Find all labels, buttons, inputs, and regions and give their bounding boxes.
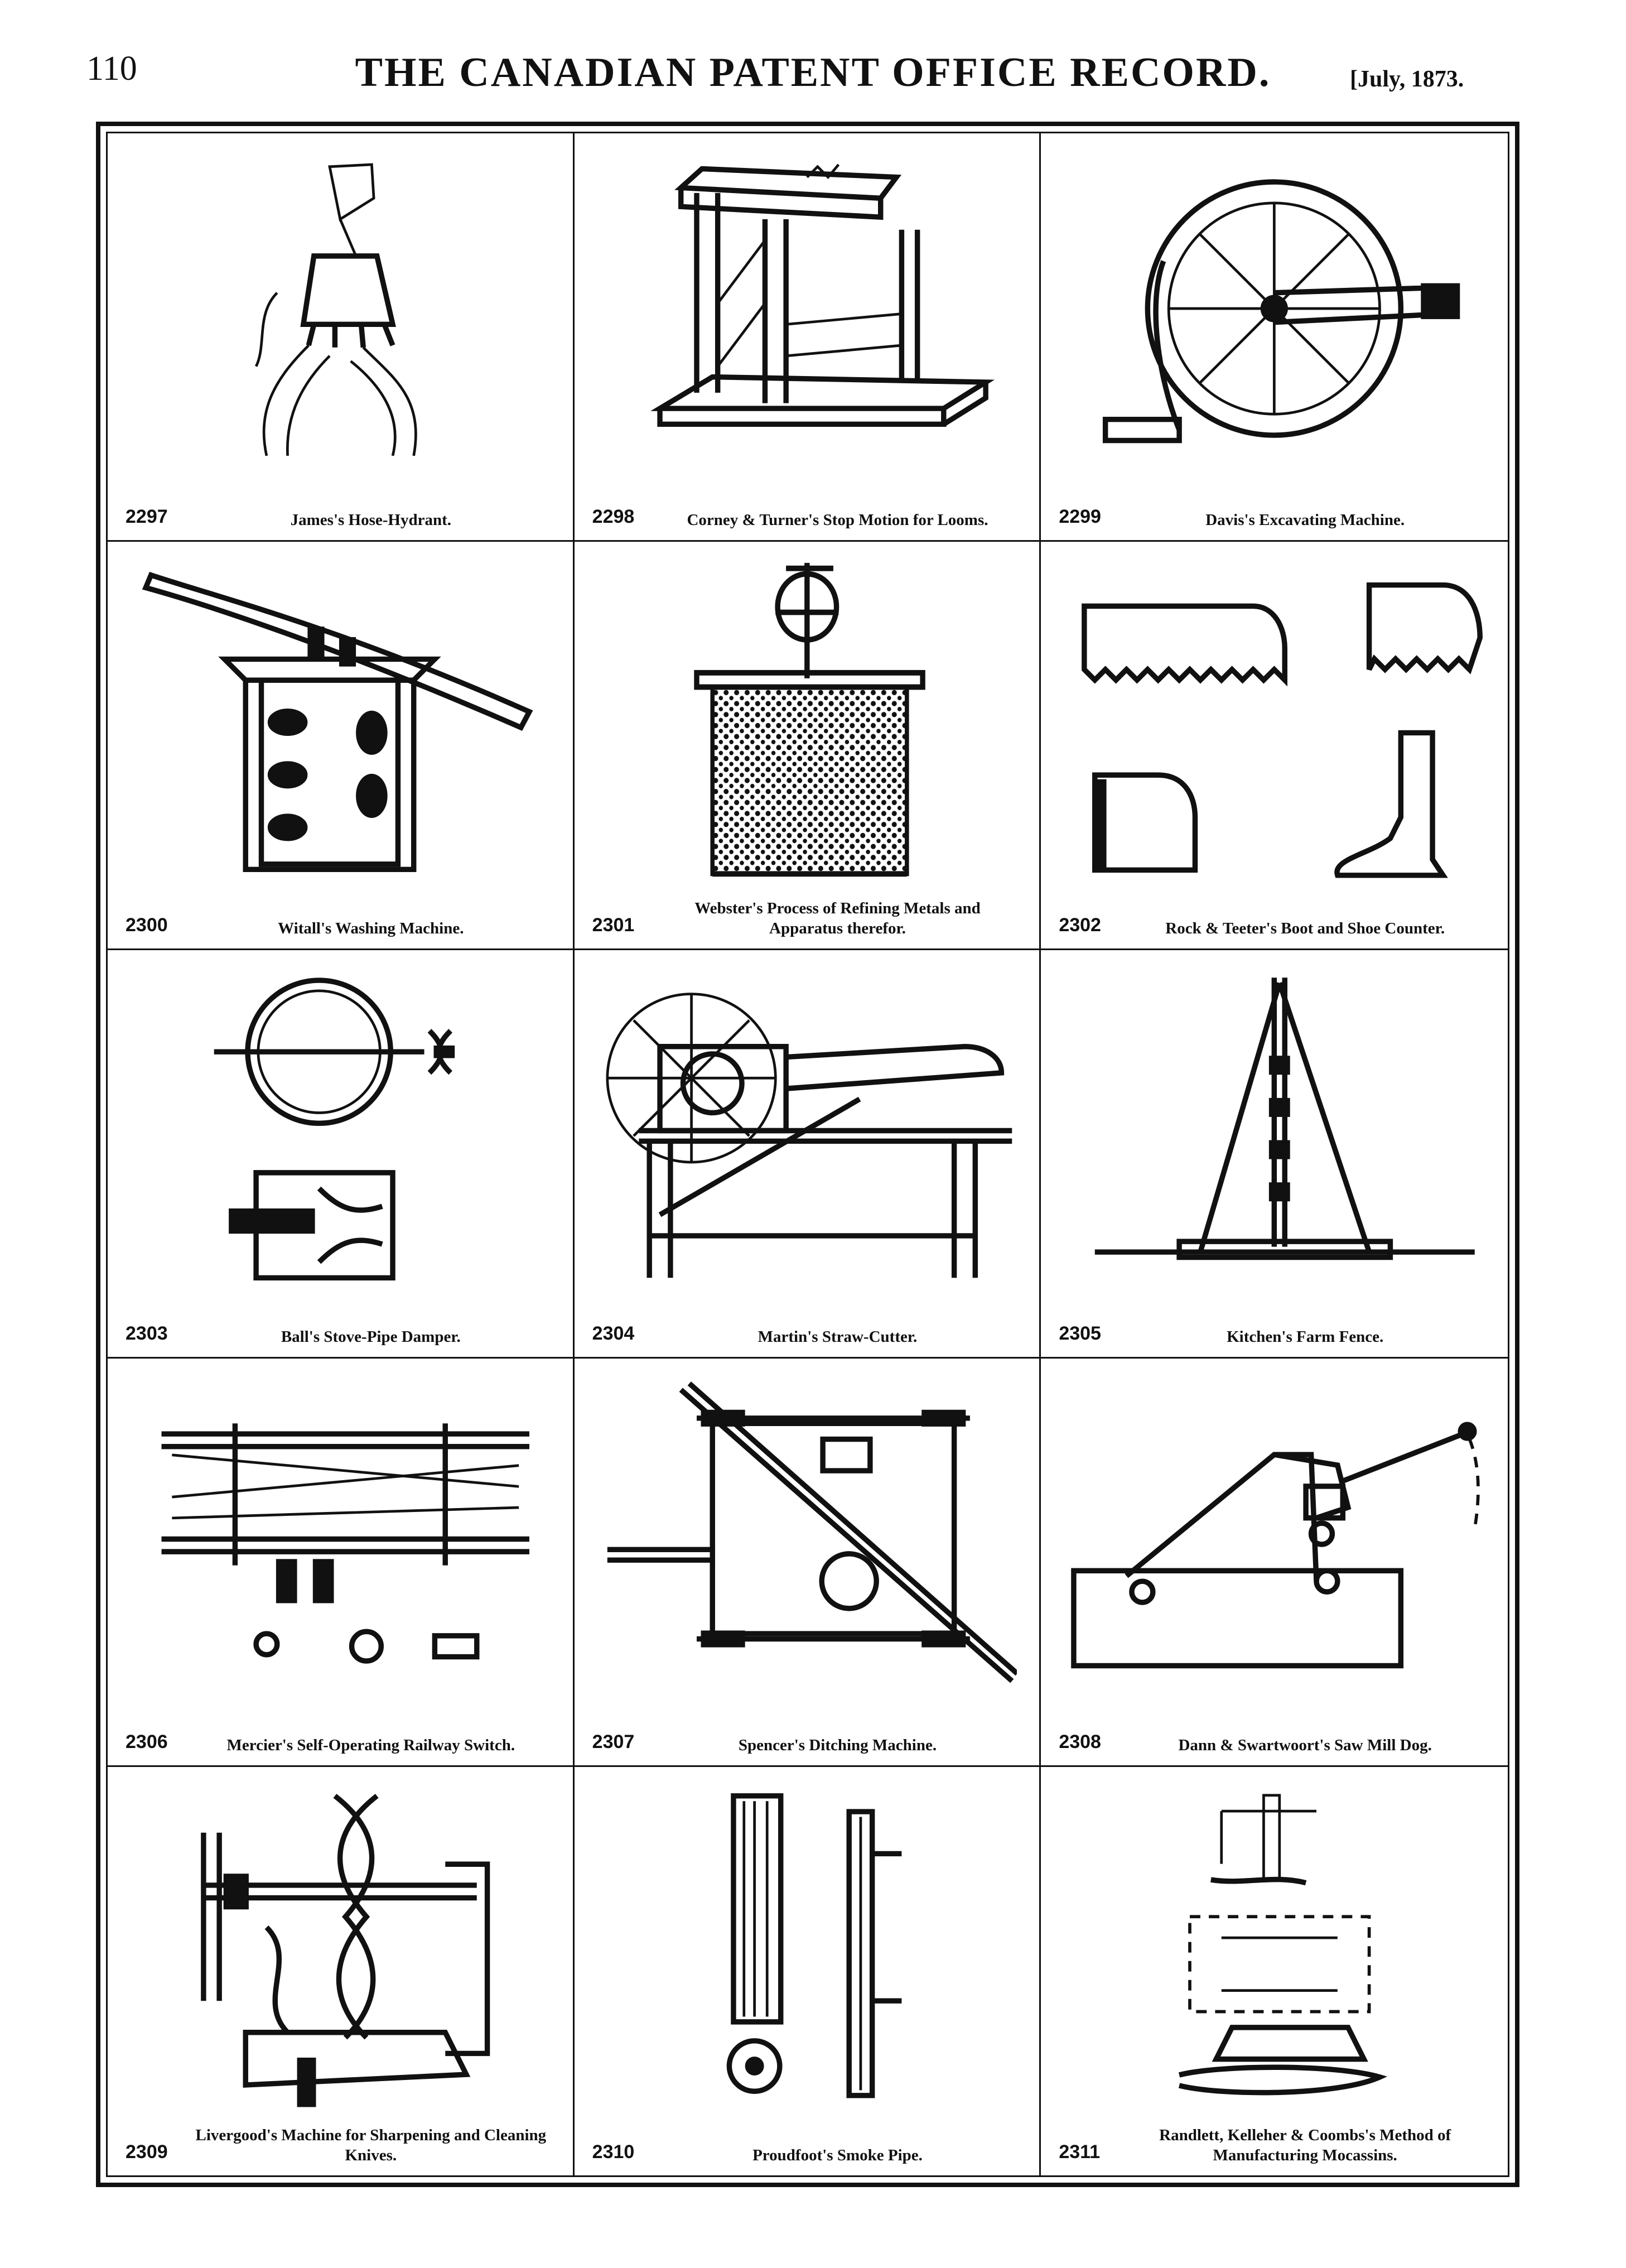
patent-title: Rock & Teeter's Boot and Shoe Counter.	[1165, 919, 1445, 937]
patent-title: Corney & Turner's Stop Motion for Looms.	[687, 511, 988, 529]
patent-title: Dann & Swartwoort's Saw Mill Dog.	[1178, 1736, 1432, 1754]
illustration-frame-inner: 2297 James's Hose-Hydrant.	[106, 132, 1509, 2177]
page-number: 110	[86, 50, 137, 88]
patent-title: Kitchen's Farm Fence.	[1227, 1327, 1384, 1346]
patent-title: Spencer's Ditching Machine.	[738, 1736, 937, 1754]
patent-cell-2302: 2302 Rock & Teeter's Boot and Shoe Count…	[1041, 542, 1508, 950]
patent-cell-2301: 2301 Webster's Process of Refining Metal…	[574, 542, 1041, 950]
straw-cutter-drawing	[597, 966, 1017, 1296]
patent-cell-2299: 2299 Davis's Excavating Machine.	[1041, 133, 1508, 542]
ditching-machine-drawing	[597, 1374, 1017, 1704]
patent-number: 2303	[126, 1323, 168, 1344]
patent-number: 2306	[126, 1731, 168, 1752]
patent-title: Randlett, Kelleher & Coombs's Method of …	[1159, 2126, 1451, 2164]
farm-fence-drawing	[1063, 966, 1485, 1296]
patent-title: Mercier's Self-Operating Railway Switch.	[226, 1736, 515, 1754]
washing-machine-drawing	[130, 557, 551, 887]
patent-number: 2304	[592, 1323, 635, 1344]
page-header: 110 THE CANADIAN PATENT OFFICE RECORD. […	[0, 0, 1626, 117]
patent-number: 2307	[592, 1731, 635, 1752]
railway-switch-drawing	[130, 1374, 551, 1704]
patent-number: 2309	[126, 2141, 168, 2163]
loom-stop-motion-drawing	[597, 149, 1017, 479]
patent-title: James's Hose-Hydrant.	[290, 511, 452, 529]
hose-hydrant-drawing	[130, 149, 551, 479]
patent-title: Ball's Stove-Pipe Damper.	[281, 1327, 461, 1346]
patent-title: Witall's Washing Machine.	[278, 919, 464, 937]
patent-number: 2300	[126, 914, 168, 936]
patent-cell-2304: 2304 Martin's Straw-Cutter.	[574, 950, 1041, 1359]
patent-title: Webster's Process of Refining Metals and…	[694, 899, 981, 937]
patent-number: 2310	[592, 2141, 635, 2163]
patent-cell-2306: 2306 Mercier's Self-Operating Railway Sw…	[108, 1359, 575, 1767]
stove-pipe-damper-drawing	[130, 966, 551, 1296]
patent-cell-2307: 2307 Spencer's Ditching Machine.	[574, 1359, 1041, 1767]
refining-apparatus-drawing	[597, 557, 1017, 887]
patent-title: Martin's Straw-Cutter.	[757, 1327, 918, 1346]
saw-mill-dog-drawing	[1063, 1374, 1485, 1704]
patent-title: Davis's Excavating Machine.	[1205, 511, 1405, 529]
patent-number: 2305	[1059, 1323, 1101, 1344]
patent-grid: 2297 James's Hose-Hydrant.	[108, 133, 1508, 2175]
patent-title: Proudfoot's Smoke Pipe.	[752, 2146, 923, 2164]
issue-date: [July, 1873.	[1350, 66, 1464, 92]
illustration-frame: 2297 James's Hose-Hydrant.	[96, 122, 1519, 2187]
page-title: THE CANADIAN PATENT OFFICE RECORD.	[355, 50, 1271, 95]
patent-cell-2311: 2311 Randlett, Kelleher & Coombs's Metho…	[1041, 1767, 1508, 2175]
patent-number: 2301	[592, 914, 635, 936]
patent-cell-2310: 2310 Proudfoot's Smoke Pipe.	[575, 1767, 1041, 2175]
patent-cell-2297: 2297 James's Hose-Hydrant.	[108, 133, 575, 542]
patent-title: Livergood's Machine for Sharpening and C…	[195, 2126, 547, 2164]
patent-cell-2298: 2298 Corney & Turner's Stop Motion for L…	[574, 133, 1041, 542]
patent-number: 2311	[1059, 2141, 1101, 2163]
patent-number: 2298	[592, 506, 635, 527]
patent-cell-2308: 2308 Dann & Swartwoort's Saw Mill Dog.	[1041, 1359, 1508, 1767]
excavating-machine-drawing	[1063, 149, 1485, 479]
patent-number: 2297	[126, 506, 168, 527]
shoe-counter-drawing	[1063, 557, 1485, 887]
smoke-pipe-drawing	[597, 1783, 1017, 2114]
patent-cell-2300: 2300 Witall's Washing Machine.	[108, 542, 575, 950]
patent-cell-2305: 2305 Kitchen's Farm Fence.	[1041, 950, 1508, 1359]
patent-number: 2299	[1059, 506, 1101, 527]
patent-cell-2309: 2309 Livergood's Machine for Sharpening …	[108, 1767, 575, 2175]
knife-sharpener-drawing	[130, 1783, 551, 2114]
patent-number: 2302	[1059, 914, 1101, 936]
patent-cell-2303: 2303 Ball's Stove-Pipe Damper.	[108, 950, 575, 1359]
mocassin-method-drawing	[1063, 1783, 1485, 2114]
patent-number: 2308	[1059, 1731, 1101, 1752]
